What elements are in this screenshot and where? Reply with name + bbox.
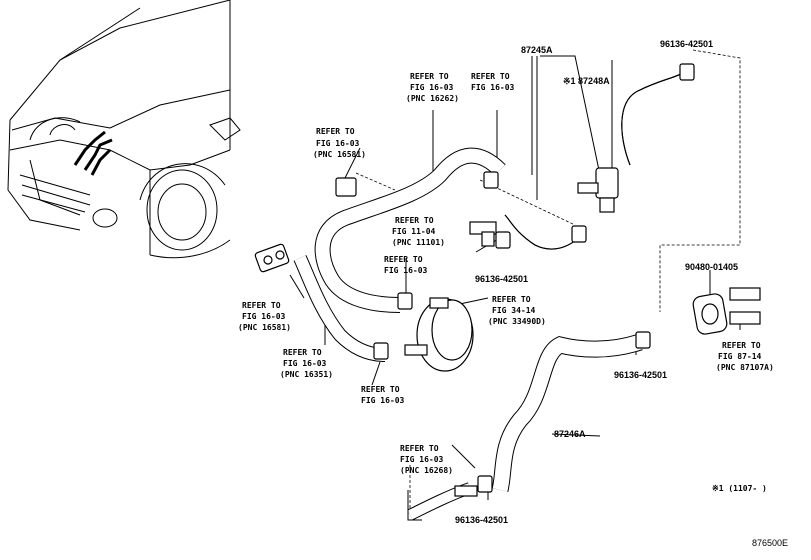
svg-text:(PNC 33490D): (PNC 33490D) [488, 317, 546, 326]
pn-clamp-top: 96136-42501 [660, 39, 713, 49]
pipe-fitting-upper [469, 221, 497, 247]
svg-text:REFER TO: REFER TO [361, 385, 400, 394]
svg-text:REFER TO: REFER TO [283, 348, 322, 357]
ref-label-4: REFER TO FIG 11-04 (PNC 11101) [392, 216, 445, 247]
car-illustration [7, 0, 241, 259]
clamp-icons [373, 63, 695, 493]
svg-text:(PNC 16262): (PNC 16262) [406, 94, 459, 103]
svg-text:FIG 16-03: FIG 16-03 [242, 312, 286, 321]
ref-label-11: REFER TO FIG 16-03 (PNC 16268) [400, 444, 453, 475]
grommet-part [692, 287, 761, 335]
oil-cooler [404, 297, 474, 372]
svg-text:FIG 16-03: FIG 16-03 [384, 266, 428, 275]
svg-text:(PNC 16581): (PNC 16581) [238, 323, 291, 332]
ref-label-7: REFER TO FIG 34-14 (PNC 33490D) [488, 295, 546, 326]
ref-label-8: REFER TO FIG 16-03 (PNC 16351) [280, 348, 333, 379]
bracket-top [335, 177, 357, 197]
svg-text:REFER TO: REFER TO [722, 341, 761, 350]
svg-text:FIG 11-04: FIG 11-04 [392, 227, 436, 236]
svg-text:FIG 16-03: FIG 16-03 [361, 396, 405, 405]
svg-text:REFER TO: REFER TO [492, 295, 531, 304]
pn-grommet: 90480-01405 [685, 262, 738, 272]
hose-main-left [293, 147, 506, 362]
svg-text:REFER TO: REFER TO [242, 301, 281, 310]
svg-text:REFER TO: REFER TO [384, 255, 423, 264]
footnote: ※1 (1107- ) [712, 484, 767, 493]
svg-text:FIG 34-14: FIG 34-14 [492, 306, 536, 315]
svg-text:FIG 16-03: FIG 16-03 [410, 83, 454, 92]
svg-text:REFER TO: REFER TO [410, 72, 449, 81]
svg-text:REFER TO: REFER TO [316, 127, 355, 136]
pn-clamp-bottom: 96136-42501 [455, 515, 508, 525]
ref-label-10: REFER TO FIG 87-14 (PNC 87107A) [716, 341, 774, 372]
svg-text:REFER TO: REFER TO [471, 72, 510, 81]
svg-text:FIG 16-03: FIG 16-03 [400, 455, 444, 464]
svg-text:FIG 87-14: FIG 87-14 [718, 352, 762, 361]
pn-87245a: 87245A [521, 45, 553, 55]
svg-text:FIG 16-03: FIG 16-03 [316, 139, 360, 148]
svg-text:(PNC 87107A): (PNC 87107A) [716, 363, 774, 372]
svg-text:(PNC 16581): (PNC 16581) [313, 150, 366, 159]
svg-text:REFER TO: REFER TO [400, 444, 439, 453]
pn-clamp-right: 96136-42501 [614, 370, 667, 380]
engine-bay-hoses [73, 130, 113, 176]
water-valve [577, 167, 619, 213]
svg-text:FIG 16-03: FIG 16-03 [283, 359, 327, 368]
ref-label-5: REFER TO FIG 16-03 [384, 255, 428, 275]
svg-text:REFER TO: REFER TO [395, 216, 434, 225]
ref-label-2: REFER TO FIG 16-03 [471, 72, 515, 92]
ref-label-6: REFER TO FIG 16-03 (PNC 16581) [238, 301, 291, 332]
svg-text:FIG 16-03: FIG 16-03 [471, 83, 515, 92]
ref-label-1: REFER TO FIG 16-03 (PNC 16262) [406, 72, 459, 103]
lower-pipe [407, 485, 478, 521]
pn-valve: ※1 87248A [563, 76, 610, 86]
ref-label-9: REFER TO FIG 16-03 [361, 385, 405, 405]
pn-clamp-mid: 96136-42501 [475, 274, 528, 284]
svg-text:(PNC 16351): (PNC 16351) [280, 370, 333, 379]
bracket-left [254, 243, 290, 273]
svg-text:(PNC 11101): (PNC 11101) [392, 238, 445, 247]
pn-87246a: 87246A [554, 429, 586, 439]
svg-text:(PNC 16268): (PNC 16268) [400, 466, 453, 475]
figure-code: 876500E [752, 538, 788, 548]
ref-label-3: REFER TO FIG 16-03 (PNC 16581) [313, 127, 366, 159]
